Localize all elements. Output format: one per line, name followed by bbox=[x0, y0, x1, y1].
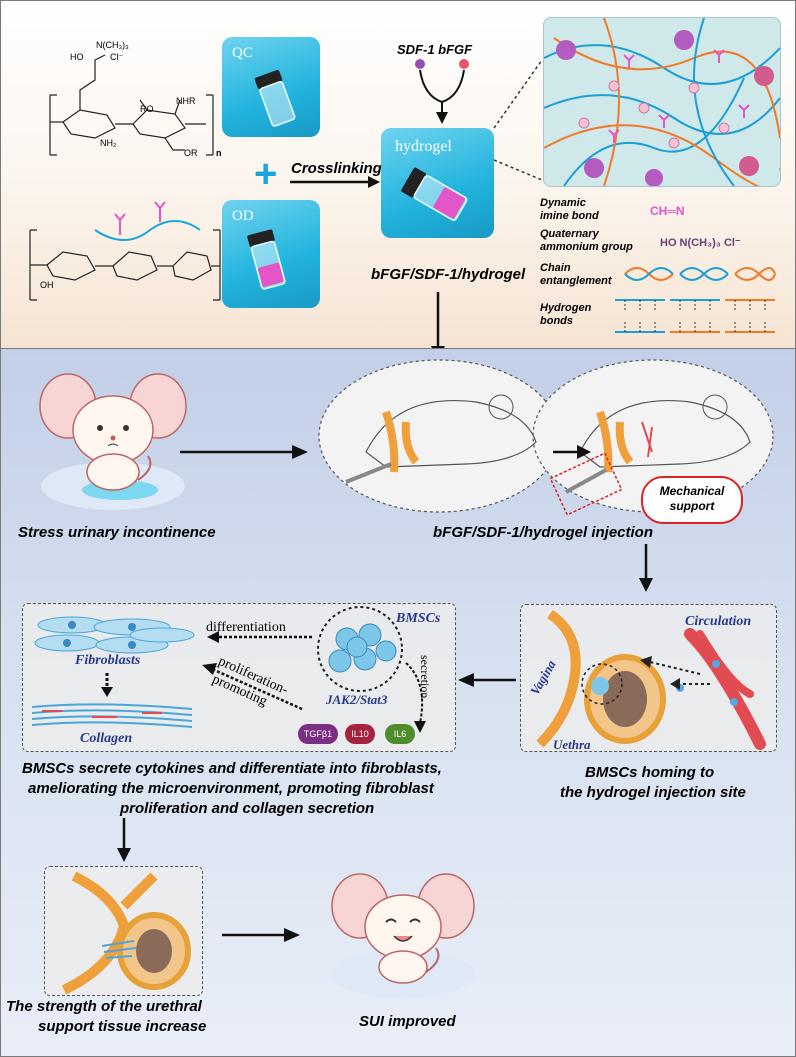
strength-caption-line2: support tissue increase bbox=[38, 1018, 207, 1035]
od-vial-icon bbox=[247, 229, 286, 290]
product-label: bFGF/SDF-1/hydrogel bbox=[371, 266, 526, 283]
homing-caption-line1: BMSCs homing to bbox=[585, 764, 715, 781]
hydrogel-vial-icon bbox=[401, 167, 468, 221]
chem-or-label: OR bbox=[184, 148, 198, 158]
arrow-to-homing bbox=[639, 544, 653, 592]
urethra-label: Uethra bbox=[553, 737, 591, 752]
strength-illustration bbox=[61, 871, 191, 995]
qc-structure bbox=[49, 54, 214, 156]
chem-nh2-label: NH₂ bbox=[100, 138, 117, 148]
chem-n-label: n bbox=[216, 148, 222, 158]
arrow-to-strength bbox=[117, 818, 131, 862]
network-chains bbox=[544, 18, 780, 186]
qc-vial-photo: QC bbox=[222, 37, 320, 137]
growth-factor-merge-arrow bbox=[415, 59, 469, 124]
crosslinking-arrow bbox=[290, 176, 380, 188]
homing-illustration bbox=[536, 609, 766, 750]
injection-caption: bFGF/SDF-1/hydrogel injection bbox=[433, 524, 654, 541]
legend-imine-label: Dynamic imine bond bbox=[540, 197, 599, 222]
bmsc-caption-line1: BMSCs secrete cytokines and differentiat… bbox=[22, 760, 442, 777]
hydrogel-vial-photo: hydrogel bbox=[381, 128, 494, 238]
arrow-to-injection bbox=[180, 445, 308, 459]
bmsc-mechanism-illustration bbox=[31, 606, 426, 733]
growth-factors-label: SDF-1 bFGF bbox=[397, 42, 473, 57]
bmsc-caption-line2: ameliorating the microenvironment, promo… bbox=[28, 780, 434, 797]
chem-oh-label: OH bbox=[40, 280, 54, 290]
arrow-to-improved bbox=[222, 928, 300, 942]
legend-hbonds-icon bbox=[615, 299, 775, 333]
mechanical-support-callout: Mechanical support bbox=[641, 476, 743, 524]
hydrogel-label: hydrogel bbox=[395, 138, 452, 155]
strength-caption-line1: The strength of the urethral bbox=[6, 998, 202, 1015]
collagen-label: Collagen bbox=[80, 731, 133, 746]
legend-entanglement-label: Chain entanglement bbox=[540, 262, 612, 287]
fibroblasts-label: Fibroblasts bbox=[75, 653, 141, 668]
od-vial-photo: OD bbox=[222, 200, 320, 308]
legend-entanglement-icon bbox=[624, 267, 776, 281]
legend-imine-symbol: CH═N bbox=[650, 204, 685, 218]
jak-stat-label: JAK2/Stat3 bbox=[326, 692, 388, 707]
chem-ho-label: HO bbox=[70, 52, 84, 62]
chem-nhr-label: NHR bbox=[176, 96, 196, 106]
circulation-label: Circulation bbox=[685, 614, 752, 629]
happy-mouse-illustration bbox=[331, 873, 475, 998]
secretion-label: secretion bbox=[418, 655, 432, 699]
injection-step-arrow bbox=[553, 445, 591, 459]
sui-caption: Stress urinary incontinence bbox=[18, 524, 216, 541]
incontinent-mouse-illustration bbox=[39, 373, 187, 510]
hydrogel-network-illustration bbox=[543, 17, 781, 187]
chem-ro-label: RO bbox=[140, 104, 154, 114]
arrow-to-bmsc bbox=[458, 673, 516, 687]
qc-vial-icon bbox=[254, 69, 296, 127]
legend-hbonds-label: Hydrogen bonds bbox=[540, 302, 592, 327]
cytokine-il6: IL6 bbox=[385, 724, 415, 744]
chem-trimethyl-label: N(CH₃)₃ bbox=[96, 40, 129, 50]
cytokine-il10: IL10 bbox=[345, 724, 375, 744]
chem-chloride-label: Cl⁻ bbox=[110, 52, 124, 62]
homing-caption-line2: the hydrogel injection site bbox=[560, 784, 746, 801]
qc-label: QC bbox=[232, 45, 253, 61]
crosslinking-label: Crosslinking bbox=[291, 160, 382, 177]
cytokine-tgfb1: TGFβ1 bbox=[298, 724, 338, 744]
plus-icon: + bbox=[254, 152, 278, 196]
od-label: OD bbox=[232, 208, 254, 224]
legend-quaternary-symbol: HO N(CH₃)₃ Cl⁻ bbox=[660, 237, 741, 249]
improved-caption: SUI improved bbox=[359, 1013, 456, 1030]
mechanical-support-label: Mechanical support bbox=[659, 484, 725, 513]
bmsc-label: BMSCs bbox=[396, 611, 441, 626]
od-structure bbox=[29, 201, 221, 301]
differentiation-label: differentiation bbox=[206, 620, 286, 635]
legend-quaternary-label: Quaternary ammonium group bbox=[540, 228, 633, 253]
rat-injection-illustration bbox=[318, 359, 774, 516]
bmsc-caption-line3: proliferation and collagen secretion bbox=[120, 800, 375, 817]
